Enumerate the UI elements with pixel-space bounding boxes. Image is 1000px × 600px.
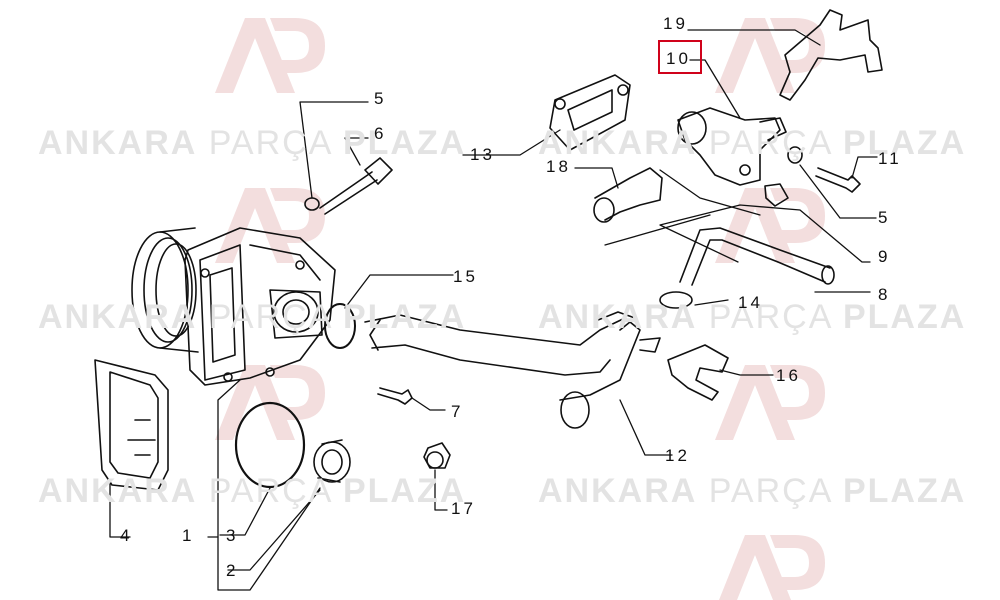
callout-11[interactable]: 11: [878, 149, 902, 168]
elbow-pipe: [593, 167, 663, 223]
washer: [787, 146, 803, 164]
bolt-housing: [815, 167, 861, 193]
watermark-text: ANKARA PARÇA PLAZA: [38, 124, 467, 162]
watermark-text: ANKARA PARÇA PLAZA: [38, 298, 467, 336]
watermark-logo: [719, 535, 825, 600]
coolant-pipe: [364, 311, 661, 429]
callout-3[interactable]: 3: [226, 526, 239, 545]
bolt-small: [377, 387, 413, 405]
bolt: [304, 157, 393, 215]
pump-seal: [313, 439, 351, 483]
watermark-logo: [215, 18, 325, 93]
callout-17[interactable]: 17: [451, 499, 476, 518]
callout-16[interactable]: 16: [776, 366, 801, 385]
callout-6[interactable]: 6: [374, 124, 387, 143]
callout-7[interactable]: 7: [451, 402, 464, 421]
callout-8[interactable]: 8: [878, 285, 891, 304]
callout-9[interactable]: 9: [878, 247, 891, 266]
callout-10-highlight: [658, 40, 702, 74]
callout-4[interactable]: 4: [120, 526, 133, 545]
watermark-logo: [215, 365, 325, 440]
thermostat-housing: [677, 107, 787, 186]
watermark-logo: [715, 18, 825, 93]
hose-clamp: [659, 291, 693, 309]
housing-gasket: [549, 74, 631, 151]
callout-12[interactable]: 12: [665, 446, 690, 465]
temperature-sensor: [764, 183, 789, 207]
callout-5-right[interactable]: 5: [878, 208, 891, 227]
callout-18[interactable]: 18: [546, 157, 571, 176]
callout-13[interactable]: 13: [470, 145, 495, 164]
o-ring: [234, 401, 306, 489]
callout-5[interactable]: 5: [374, 89, 387, 108]
callout-19[interactable]: 19: [663, 14, 688, 33]
watermark-logo: [715, 365, 825, 440]
bracket: [779, 9, 883, 101]
water-pump: [131, 227, 336, 386]
watermark-text: ANKARA PARÇA PLAZA: [538, 298, 967, 336]
callout-15[interactable]: 15: [453, 267, 478, 286]
pump-gasket: [94, 359, 169, 491]
hose-clip-bracket: [667, 344, 729, 401]
callout-1[interactable]: 1: [182, 526, 195, 545]
callout-14[interactable]: 14: [738, 293, 763, 312]
o-ring-outlet: [324, 303, 356, 349]
watermark-text: ANKARA PARÇA PLAZA: [538, 124, 967, 162]
watermark-text: ANKARA PARÇA PLAZA: [38, 472, 467, 510]
plug: [423, 442, 451, 469]
callout-10[interactable]: 10: [666, 49, 691, 68]
leader-lines: [109, 29, 878, 591]
callout-2[interactable]: 2: [226, 561, 239, 580]
watermark-logo: [715, 188, 825, 263]
watermark-logo: [215, 188, 325, 263]
hose: [679, 227, 835, 286]
watermark-text: ANKARA PARÇA PLAZA: [538, 472, 967, 510]
